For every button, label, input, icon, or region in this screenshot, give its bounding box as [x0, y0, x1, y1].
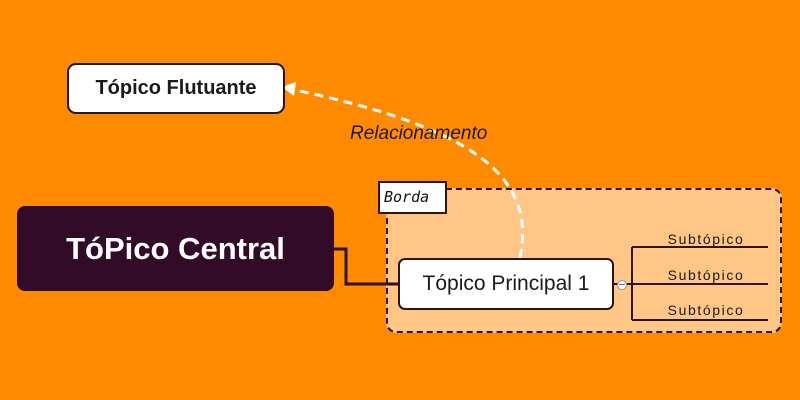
boundary-label[interactable]: Borda [378, 181, 447, 214]
collapse-toggle-icon[interactable] [617, 280, 627, 290]
floating-topic[interactable]: Tópico Flutuante [67, 63, 285, 114]
subtopic-1[interactable]: Subtópico [667, 231, 745, 247]
relationship-arrowhead [282, 82, 296, 96]
relationship-line [289, 87, 525, 259]
connector-central-main [334, 247, 398, 286]
subtopic-2[interactable]: Subtópico [667, 267, 745, 283]
subtopic-3[interactable]: Subtópico [667, 302, 745, 318]
relationship-label[interactable]: Relacionamento [350, 123, 488, 144]
main-topic-1[interactable]: Tópico Principal 1 [398, 258, 614, 310]
central-topic[interactable]: TóPico Central [17, 206, 334, 291]
